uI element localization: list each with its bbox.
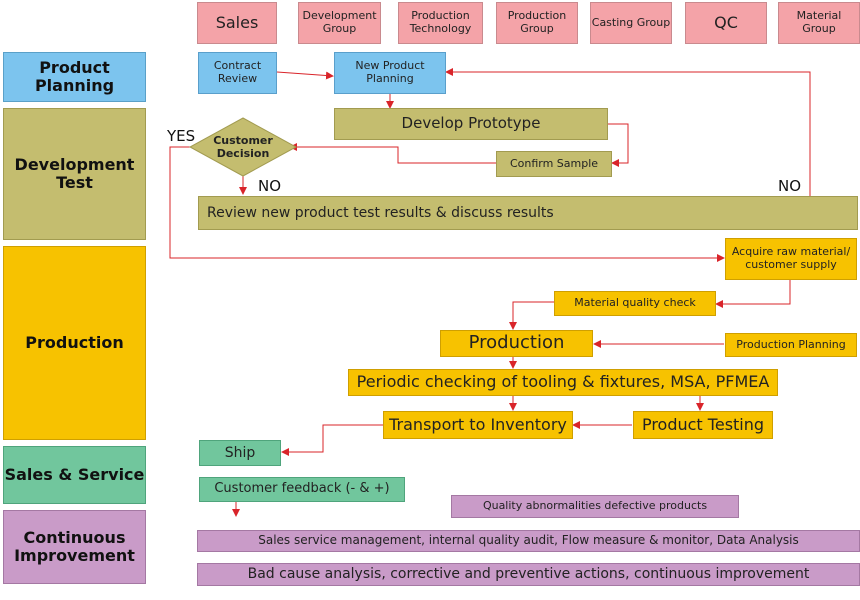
dept-qc: QC — [685, 2, 767, 44]
label-yes: YES — [167, 127, 196, 145]
step-review-results: Review new product test results & discus… — [198, 196, 858, 230]
arrow-transport-to-ship — [281, 424, 383, 456]
arrow-prototype-to-sample — [608, 123, 629, 167]
label-no-left: NO — [258, 177, 282, 195]
stage-production: Production — [3, 246, 146, 440]
dept-sales: Sales — [197, 2, 277, 44]
dept-production-group: Production Group — [496, 2, 578, 44]
step-product-testing: Product Testing — [633, 411, 773, 439]
step-sales-service-management: Sales service management, internal quali… — [197, 530, 860, 552]
step-production: Production — [440, 330, 593, 357]
step-contract-review: Contract Review — [198, 52, 277, 94]
arrow-acquire-to-check — [715, 280, 791, 308]
arrow-check-to-production — [509, 301, 554, 330]
step-customer-decision: Customer Decision — [213, 134, 273, 160]
step-transport-to-inventory: Transport to Inventory — [383, 411, 573, 439]
step-develop-prototype: Develop Prototype — [334, 108, 608, 140]
dept-material-group: Material Group — [778, 2, 860, 44]
dept-production-technology: Production Technology — [398, 2, 483, 44]
customer-decision-diamond — [188, 117, 298, 177]
step-periodic-checking: Periodic checking of tooling & fixtures,… — [348, 369, 778, 396]
arrow-decision-yes — [169, 146, 725, 262]
dept-development-group: Development Group — [298, 2, 381, 44]
step-confirm-sample: Confirm Sample — [496, 151, 612, 177]
stage-sales-service: Sales & Service — [3, 446, 146, 504]
step-ship: Ship — [199, 440, 281, 466]
step-acquire-raw-material: Acquire raw material/ customer supply — [725, 238, 857, 280]
step-customer-feedback: Customer feedback (- & +) — [199, 477, 405, 502]
step-production-planning: Production Planning — [725, 333, 857, 357]
label-no-right: NO — [778, 177, 802, 195]
step-bad-cause-analysis: Bad cause analysis, corrective and preve… — [197, 563, 860, 586]
step-new-product-planning: New Product Planning — [334, 52, 446, 94]
arrow-contract-to-planning — [276, 71, 334, 80]
stage-development-test: Development Test — [3, 108, 146, 240]
dept-casting-group: Casting Group — [590, 2, 672, 44]
stage-continuous-improvement: Continuous Improvement — [3, 510, 146, 584]
arrow-sample-to-decision — [289, 143, 496, 164]
step-quality-abnormalities: Quality abnormalities defective products — [451, 495, 739, 518]
step-material-quality-check: Material quality check — [554, 291, 716, 316]
arrow-review-no-loop — [445, 68, 811, 196]
stage-product-planning: Product Planning — [3, 52, 146, 102]
